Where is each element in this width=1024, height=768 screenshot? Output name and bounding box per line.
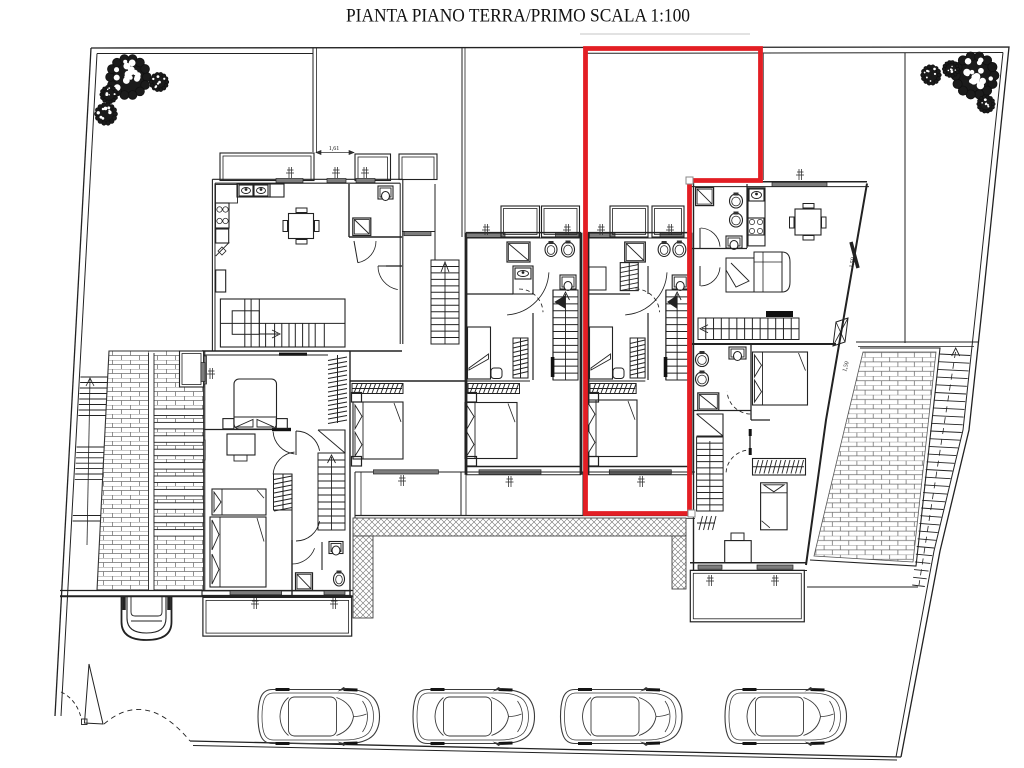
svg-text:1,61: 1,61 — [329, 146, 340, 152]
svg-text:1,50: 1,50 — [842, 361, 851, 373]
svg-text:1,50: 1,50 — [849, 257, 857, 268]
svg-text:PIANTA PIANO TERRA/PRIMO SCALA: PIANTA PIANO TERRA/PRIMO SCALA 1:100 — [346, 6, 690, 27]
